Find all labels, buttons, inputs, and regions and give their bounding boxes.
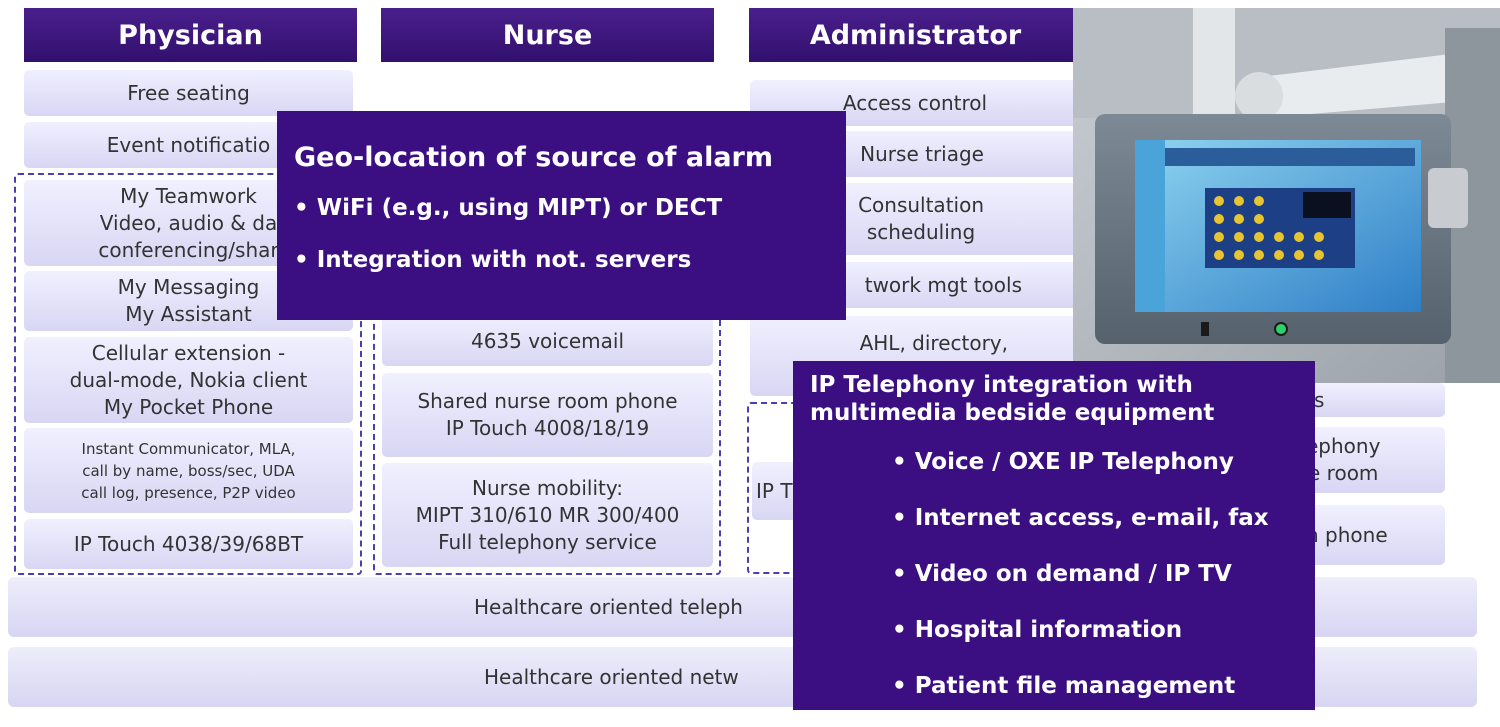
cellular-extension-cell: Cellular extension - dual-mode, Nokia cl… [24,337,353,423]
administrator-header: Administrator [749,8,1082,62]
instant-communicator-cell: Instant Communicator, MLA, call by name,… [24,428,353,513]
nurse-mobility-cell: Nurse mobility: MIPT 310/610 MR 300/400 … [382,463,713,567]
bedside-integration-title-line1: IP Telephony integration with [810,372,1193,398]
bedside-integration-item: • Voice / OXE IP Telephony [892,449,1234,475]
bedside-integration-item: • Video on demand / IP TV [892,561,1232,587]
geo-location-item: • Integration with not. servers [294,247,692,273]
geo-location-overlay: Geo-location of source of alarm • WiFi (… [277,111,846,320]
bedside-integration-list: • Voice / OXE IP Telephony • Internet ac… [810,447,1315,727]
bedside-integration-title-line2: multimedia bedside equipment [810,400,1215,426]
bedside-integration-item: • Patient file management [892,673,1236,699]
physician-header: Physician [24,8,357,62]
free-seating-cell: Free seating [24,70,353,116]
voicemail-cell: 4635 voicemail [382,316,713,366]
geo-location-title: Geo-location of source of alarm [294,142,773,173]
bedside-integration-overlay: IP Telephony integration with multimedia… [793,361,1315,710]
physician-dashed-group [14,173,362,575]
bedside-terminal-photo [1073,8,1500,383]
administrator-dashed-group [747,402,807,574]
network-band-label: Healthcare oriented netw [484,665,739,689]
telephony-band-label: Healthcare oriented teleph [474,595,743,619]
bedside-integration-item: • Hospital information [892,617,1183,643]
geo-location-item: • WiFi (e.g., using MIPT) or DECT [294,195,723,221]
ip-touch-physician-cell: IP Touch 4038/39/68BT [24,519,353,569]
shared-nurse-phone-cell: Shared nurse room phone IP Touch 4008/18… [382,373,713,457]
bedside-integration-item: • Internet access, e-mail, fax [892,505,1269,531]
nurse-header: Nurse [381,8,714,62]
access-control-cell: Access control [750,80,1080,126]
